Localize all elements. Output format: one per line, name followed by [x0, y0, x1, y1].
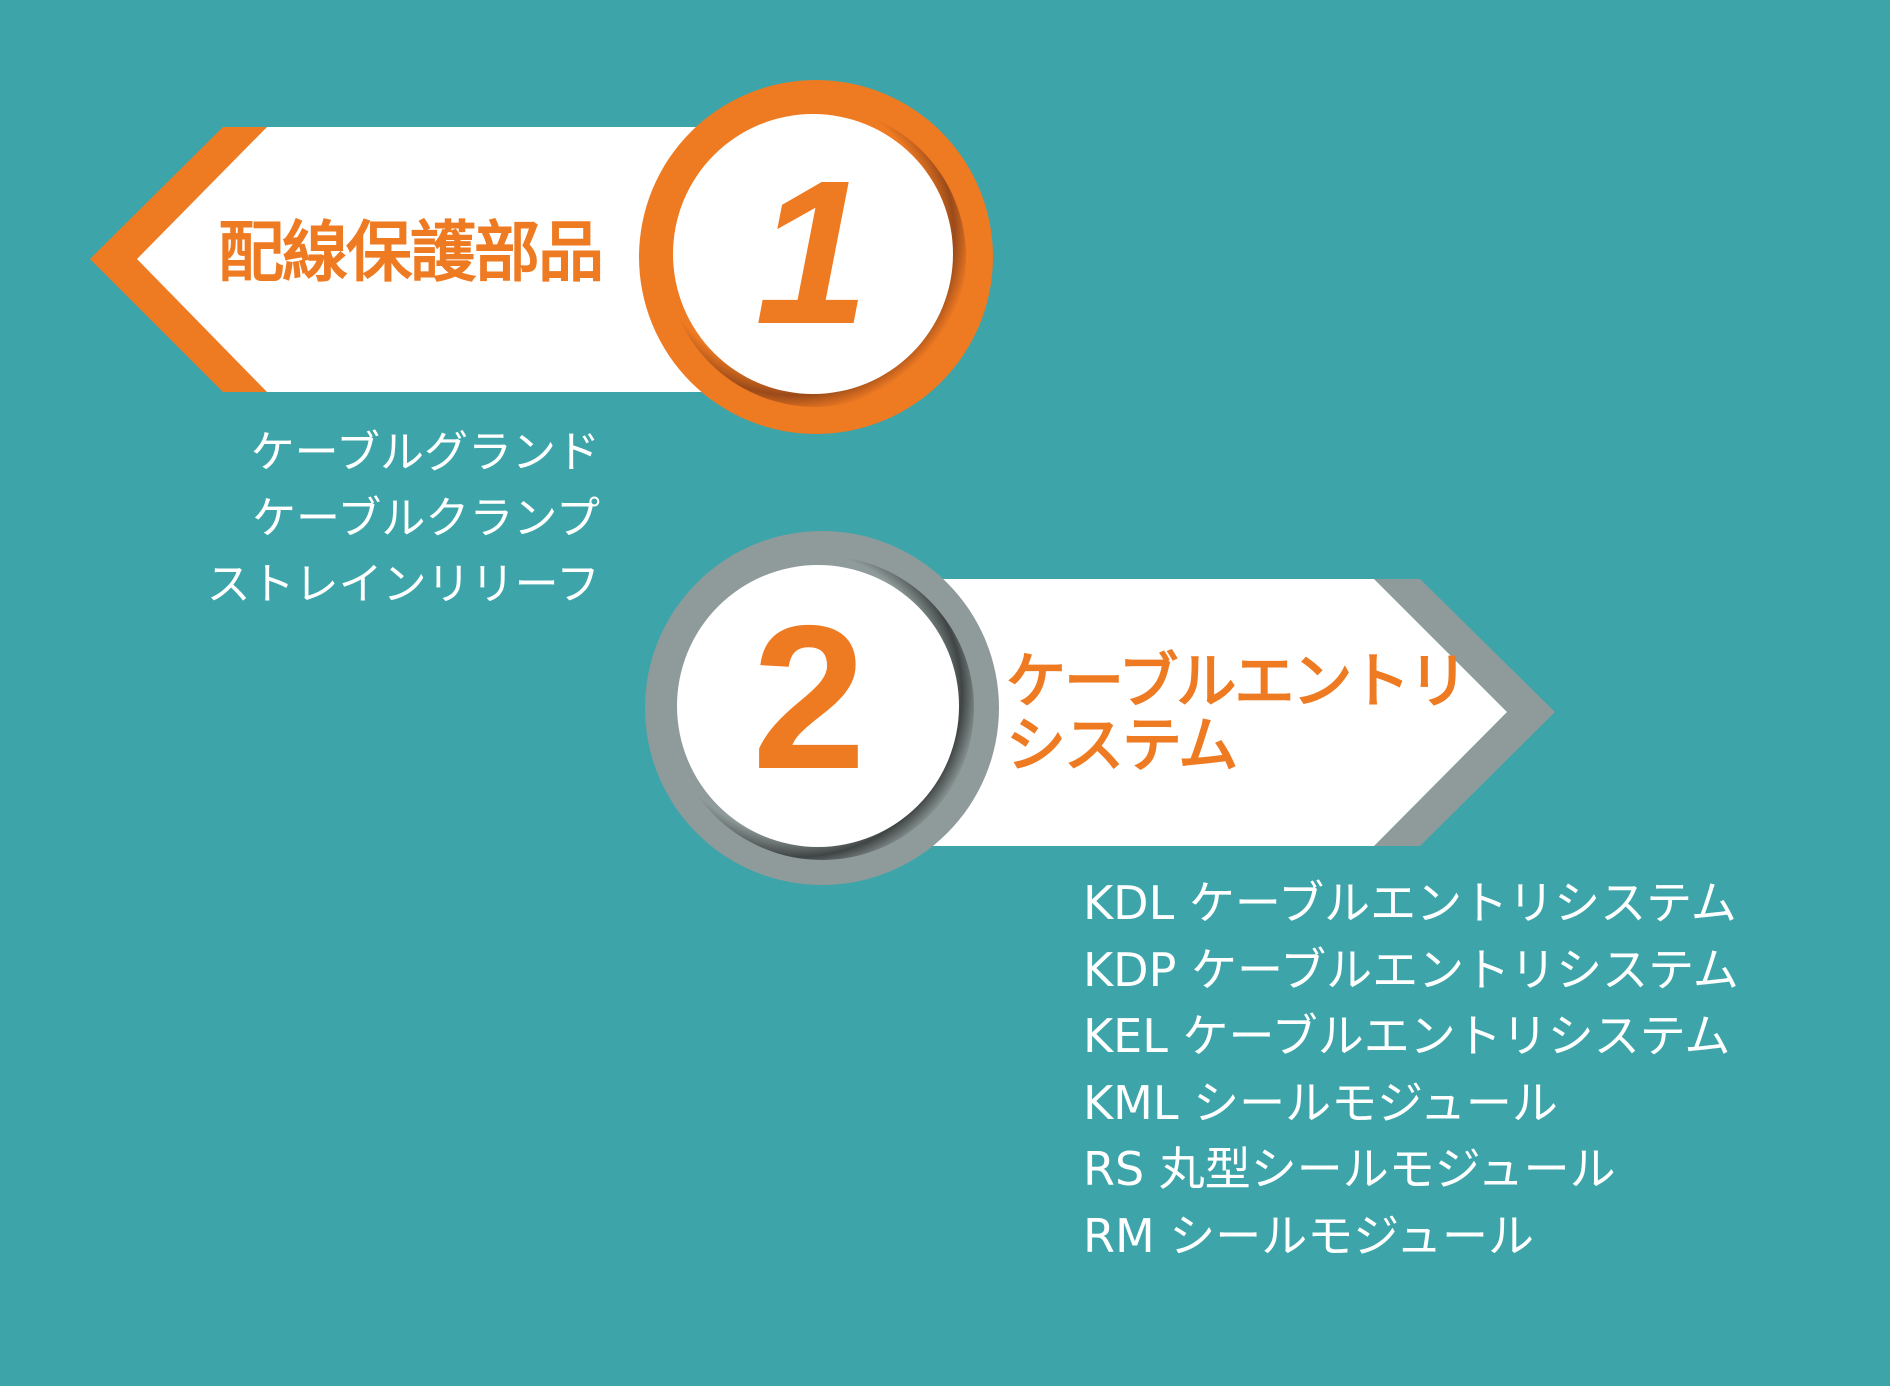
step2-title-line1: ケーブルエントリ: [1006, 647, 1468, 717]
list-item: KML シールモジュール: [1083, 1075, 1558, 1130]
list-item: KDP ケーブルエントリシステム: [1083, 942, 1739, 997]
step1-band: [137, 127, 760, 392]
step2-chevron: [1374, 579, 1555, 846]
step1-item-list: ケーブルグランド ケーブルクランプ ストレインリリーフ: [207, 420, 600, 618]
step1-title: 配線保護部品: [218, 214, 604, 291]
step2-circle: [645, 531, 999, 885]
step1-chevron: [90, 127, 310, 392]
list-item: ケーブルクランプ: [251, 493, 600, 544]
list-item: KEL ケーブルエントリシステム: [1083, 1009, 1731, 1063]
step1-circle: [639, 80, 993, 434]
list-item: RM シールモジュール: [1083, 1208, 1535, 1263]
step2-number: 2: [752, 583, 867, 812]
step2-band: [880, 579, 1507, 846]
step2-arrow: [880, 579, 1555, 846]
list-item: RS 丸型シールモジュール: [1083, 1142, 1616, 1196]
step2-title: ケーブルエントリ システム: [1006, 647, 1468, 781]
step2-title-line2: システム: [1006, 711, 1238, 781]
list-item: ケーブルグランド: [250, 427, 600, 478]
list-item: KDL ケーブルエントリシステム: [1083, 876, 1737, 930]
step1-arrow: [90, 127, 760, 392]
list-item: ストレインリリーフ: [206, 559, 600, 610]
step1-number: 1: [755, 138, 870, 367]
step2-item-list: KDL ケーブルエントリシステム KDP ケーブルエントリシステム KEL ケー…: [1083, 870, 1739, 1269]
